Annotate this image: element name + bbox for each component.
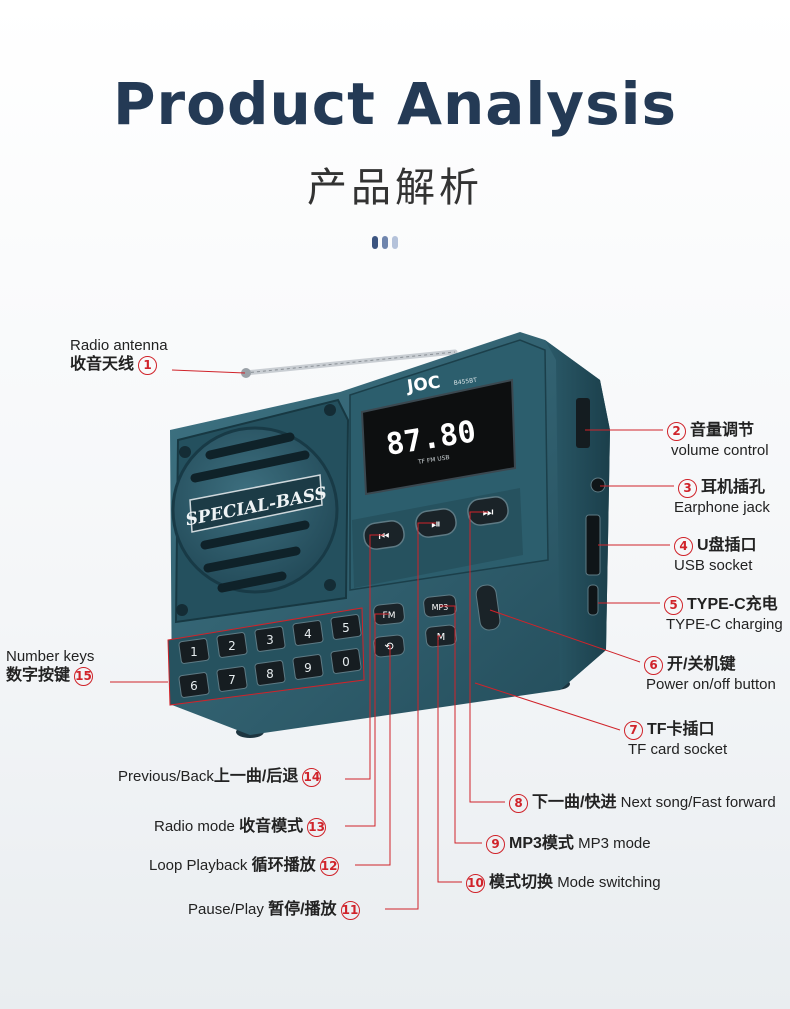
decorative-dots	[372, 236, 398, 249]
svg-text:⏮: ⏮	[379, 529, 390, 543]
number-key-label: 5	[342, 621, 350, 635]
svg-text:⏯: ⏯	[431, 517, 441, 531]
number-key-0[interactable]: 0	[330, 648, 362, 674]
callout-lines	[110, 369, 674, 910]
number-key-label: 9	[304, 661, 312, 675]
svg-text:MP3: MP3	[432, 603, 449, 612]
number-key-label: 0	[342, 655, 350, 669]
number-key-label: 7	[228, 673, 236, 687]
lcd-display	[360, 378, 517, 496]
number-key-label: 1	[190, 645, 198, 659]
number-key-9[interactable]: 9	[292, 654, 324, 680]
svg-text:M: M	[437, 632, 446, 643]
number-key-label: 3	[266, 633, 274, 647]
brand-logo: JOC	[405, 373, 442, 398]
number-key-label: 2	[228, 639, 236, 653]
svg-text:⏭: ⏭	[483, 505, 494, 519]
model-label: B455BT	[453, 377, 477, 387]
number-key-label: 8	[266, 667, 274, 681]
number-key-6[interactable]: 6	[178, 672, 210, 698]
number-key-5[interactable]: 5	[330, 614, 362, 640]
svg-text:FM: FM	[383, 611, 396, 621]
power-switch[interactable]	[475, 584, 501, 631]
earphone-jack	[590, 477, 606, 493]
page-subtitle: 产品解析	[307, 165, 483, 211]
page-title: Product Analysis	[113, 70, 677, 138]
next-button[interactable]: ⏭	[466, 495, 509, 526]
number-key-label: 4	[304, 627, 312, 641]
number-key-7[interactable]: 7	[216, 666, 248, 692]
antenna-tip	[241, 368, 251, 378]
number-key-3[interactable]: 3	[254, 626, 286, 652]
number-key-8[interactable]: 8	[254, 660, 286, 686]
usb-port	[585, 514, 601, 576]
number-key-4[interactable]: 4	[292, 620, 324, 646]
number-key-1[interactable]: 1	[178, 638, 210, 664]
number-key-2[interactable]: 2	[216, 632, 248, 658]
number-key-label: 6	[190, 679, 198, 693]
volume-wheel[interactable]	[576, 398, 590, 448]
typec-port	[587, 584, 599, 616]
bass-plate	[189, 474, 323, 533]
